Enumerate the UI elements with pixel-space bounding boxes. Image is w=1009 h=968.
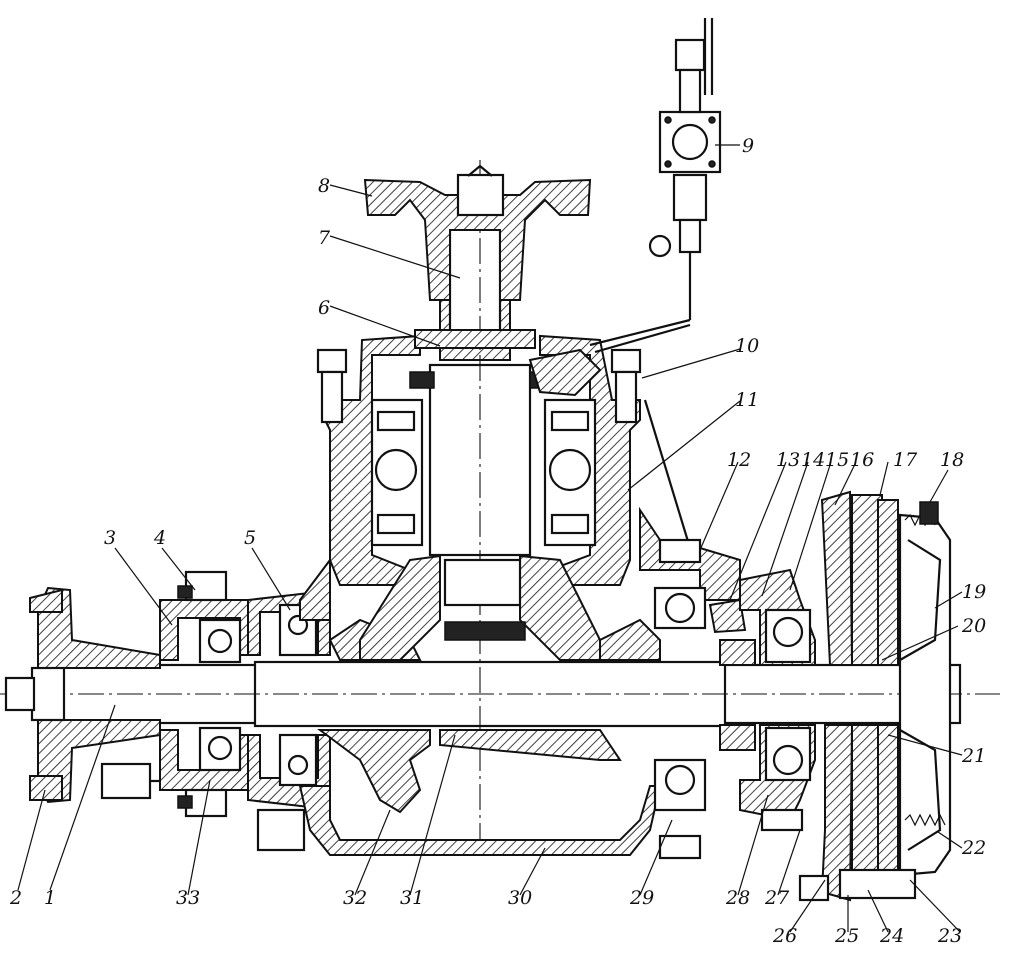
- label-9: 9: [742, 135, 754, 157]
- label-21: 21: [961, 745, 986, 767]
- label-30: 30: [508, 887, 532, 909]
- top-lever: [363, 164, 592, 349]
- label-23: 23: [937, 925, 962, 947]
- label-31: 31: [400, 887, 424, 909]
- main-bevel-gear: [317, 729, 622, 814]
- bevel-pinion: [359, 554, 601, 661]
- label-11: 11: [735, 389, 759, 411]
- label-20: 20: [961, 615, 986, 637]
- leader-lines: [17, 144, 963, 933]
- label-22: 22: [961, 837, 986, 859]
- label-32: 32: [343, 887, 367, 909]
- part-labels: 8 7 6 9 10 11 12 13 14 15 16 17 18 19 20…: [9, 135, 986, 947]
- label-8: 8: [318, 175, 330, 197]
- label-5: 5: [244, 527, 256, 549]
- right-housing: [653, 538, 747, 860]
- label-16: 16: [850, 449, 874, 471]
- label-26: 26: [772, 925, 797, 947]
- vertical-bearings: [370, 398, 597, 547]
- label-18: 18: [940, 449, 964, 471]
- label-25: 25: [834, 925, 859, 947]
- label-1: 1: [44, 887, 56, 909]
- label-6: 6: [318, 297, 330, 319]
- label-12: 12: [727, 449, 751, 471]
- main-shaft: [0, 660, 1000, 728]
- control-valve: [589, 18, 722, 549]
- clutch-pack: [760, 490, 952, 902]
- label-19: 19: [962, 581, 986, 603]
- label-3: 3: [104, 527, 116, 549]
- label-33: 33: [176, 887, 200, 909]
- label-2: 2: [9, 887, 22, 909]
- label-27: 27: [764, 887, 790, 909]
- label-17: 17: [893, 449, 918, 471]
- label-24: 24: [879, 925, 904, 947]
- label-29: 29: [629, 887, 654, 909]
- label-10: 10: [735, 335, 759, 357]
- label-7: 7: [318, 227, 331, 249]
- label-4: 4: [153, 527, 166, 549]
- label-14: 14: [801, 449, 825, 471]
- label-15: 15: [825, 449, 849, 471]
- left-flange: [4, 586, 172, 804]
- label-13: 13: [776, 449, 800, 471]
- label-28: 28: [725, 887, 750, 909]
- top-cover: [316, 348, 642, 424]
- right-bearing: [719, 568, 816, 822]
